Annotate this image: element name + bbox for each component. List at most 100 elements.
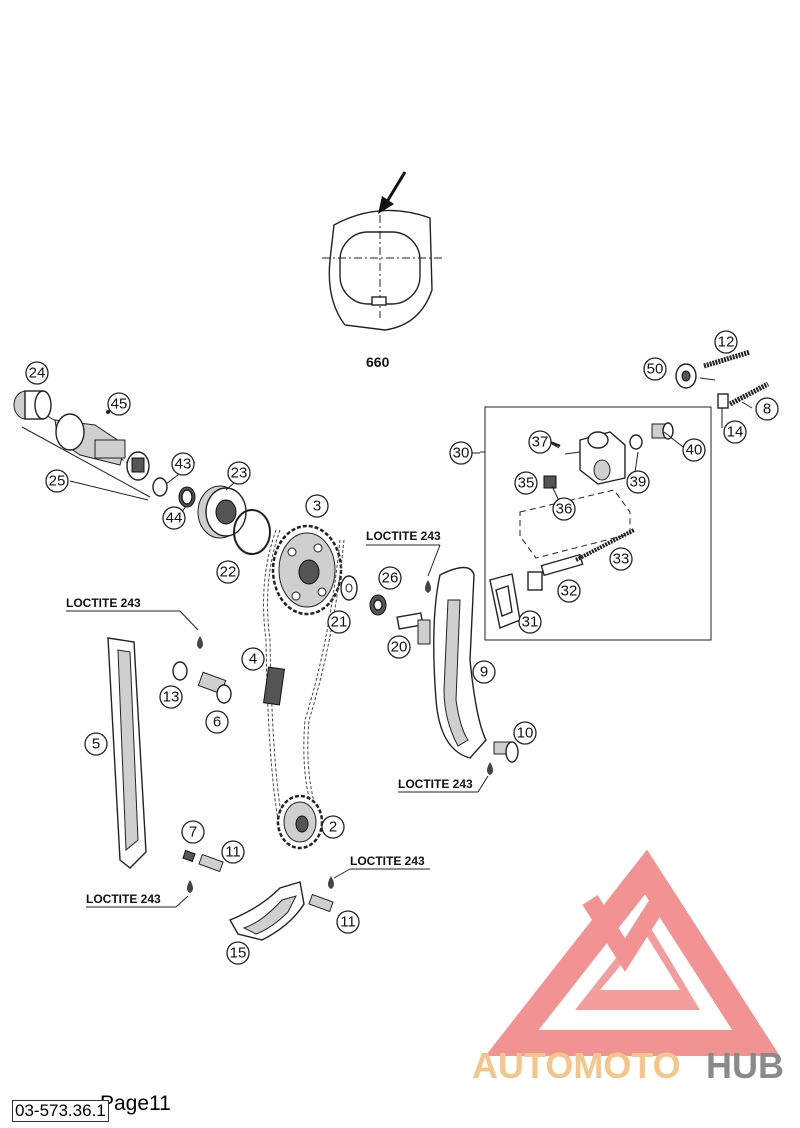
watermark-logo (485, 849, 780, 1056)
svg-text:20: 20 (391, 639, 408, 656)
watermark-text-a: AUTOMOTO (472, 1045, 681, 1086)
callout-31: 31 (518, 610, 542, 634)
callout-11: 11 (336, 910, 360, 934)
callout-36: 36 (552, 497, 576, 521)
svg-text:30: 30 (453, 445, 470, 462)
circlip (233, 509, 271, 555)
sprocket-bolt (396, 612, 431, 645)
page-label: Page11 (100, 1092, 171, 1115)
callout-21: 21 (327, 610, 351, 634)
svg-text:44: 44 (166, 510, 183, 527)
callout-37: 37 (528, 430, 552, 454)
loctite-label: LOCTITE 243 (66, 596, 141, 610)
tensioner-box (484, 406, 712, 641)
housing-detail (322, 171, 442, 331)
loctite-label: LOCTITE 243 (398, 777, 473, 791)
callout-30: 30 (449, 441, 473, 465)
screw (308, 893, 334, 913)
svg-text:2: 2 (329, 819, 337, 836)
svg-text:13: 13 (163, 689, 180, 706)
callout-15: 15 (226, 941, 250, 965)
svg-text:43: 43 (175, 456, 192, 473)
loctite-drop (197, 636, 203, 649)
leader-lines (69, 377, 753, 517)
svg-text:11: 11 (225, 844, 241, 861)
rail-bolt (493, 741, 519, 763)
svg-text:40: 40 (686, 442, 703, 459)
callout-40: 40 (682, 438, 706, 462)
callout-5: 5 (84, 732, 108, 756)
document-number: 03-573.36.1 (12, 1100, 109, 1122)
callout-2: 2 (321, 815, 345, 839)
callout-45: 45 (107, 392, 131, 416)
svg-text:33: 33 (613, 551, 630, 568)
loctite-drop (328, 876, 334, 889)
callout-6: 6 (205, 710, 229, 734)
svg-text:32: 32 (561, 583, 578, 600)
bearing (197, 485, 247, 539)
svg-text:24: 24 (29, 365, 46, 382)
callout-25: 24 (25, 361, 49, 385)
svg-text:11: 11 (340, 914, 356, 931)
tensioner-bolt (527, 553, 584, 591)
callout-35: 35 (514, 471, 538, 495)
screw (198, 853, 224, 873)
bracket (717, 393, 729, 409)
svg-text:22: 22 (220, 564, 237, 581)
loctite-label: LOCTITE 243 (366, 529, 441, 543)
callout-43: 43 (171, 452, 195, 476)
dashed-outline (519, 489, 631, 559)
svg-text:21: 21 (331, 614, 348, 631)
guide-bolt (197, 671, 232, 704)
callout-24: 25 (45, 469, 69, 493)
callout-32: 32 (557, 579, 581, 603)
callout-10: 10 (513, 721, 537, 745)
slide-rail (228, 881, 305, 941)
camshaft-sprocket (271, 524, 343, 616)
seal-washer (172, 661, 188, 681)
callout-12: 12 (714, 330, 738, 354)
long-screw (703, 349, 751, 369)
callout-44: 44 (162, 506, 186, 530)
dowel (182, 849, 196, 863)
callout-33: 33 (609, 547, 633, 571)
svg-text:6: 6 (213, 714, 221, 731)
svg-text:25: 25 (49, 473, 66, 490)
svg-text:45: 45 (111, 396, 128, 413)
svg-text:23: 23 (231, 465, 248, 482)
svg-text:8: 8 (763, 401, 771, 418)
cable-clamp (675, 363, 697, 389)
callout-3: 3 (305, 494, 329, 518)
svg-text:14: 14 (727, 424, 744, 441)
svg-text:50: 50 (647, 361, 664, 378)
timing-chain (267, 529, 341, 821)
callout-8: 8 (755, 397, 779, 421)
callout-23: 23 (227, 461, 251, 485)
callout-14: 14 (723, 420, 747, 444)
svg-text:36: 36 (556, 501, 573, 518)
camshaft-assembly (13, 390, 196, 508)
svg-text:31: 31 (522, 614, 539, 631)
callout-50: 50 (643, 357, 667, 381)
svg-text:39: 39 (630, 474, 647, 491)
svg-text:3: 3 (313, 498, 321, 515)
variant-label: 660 (366, 354, 390, 370)
loctite-drop (487, 762, 493, 775)
svg-text:4: 4 (249, 651, 257, 668)
svg-text:37: 37 (532, 434, 549, 451)
spring (575, 528, 635, 562)
watermark-text-b: HUB (706, 1045, 784, 1086)
svg-text:10: 10 (517, 725, 534, 742)
loctite-drop (425, 580, 431, 593)
svg-text:9: 9 (480, 664, 488, 681)
svg-text:35: 35 (518, 475, 535, 492)
callout-9: 9 (472, 660, 496, 684)
loctite-label: LOCTITE 243 (86, 892, 161, 906)
callout-4: 4 (241, 647, 265, 671)
callout-26: 26 (378, 566, 402, 590)
loctite-label: LOCTITE 243 (350, 854, 425, 868)
svg-text:5: 5 (92, 736, 100, 753)
o-ring (629, 434, 643, 450)
chain-tensioner (543, 431, 626, 489)
